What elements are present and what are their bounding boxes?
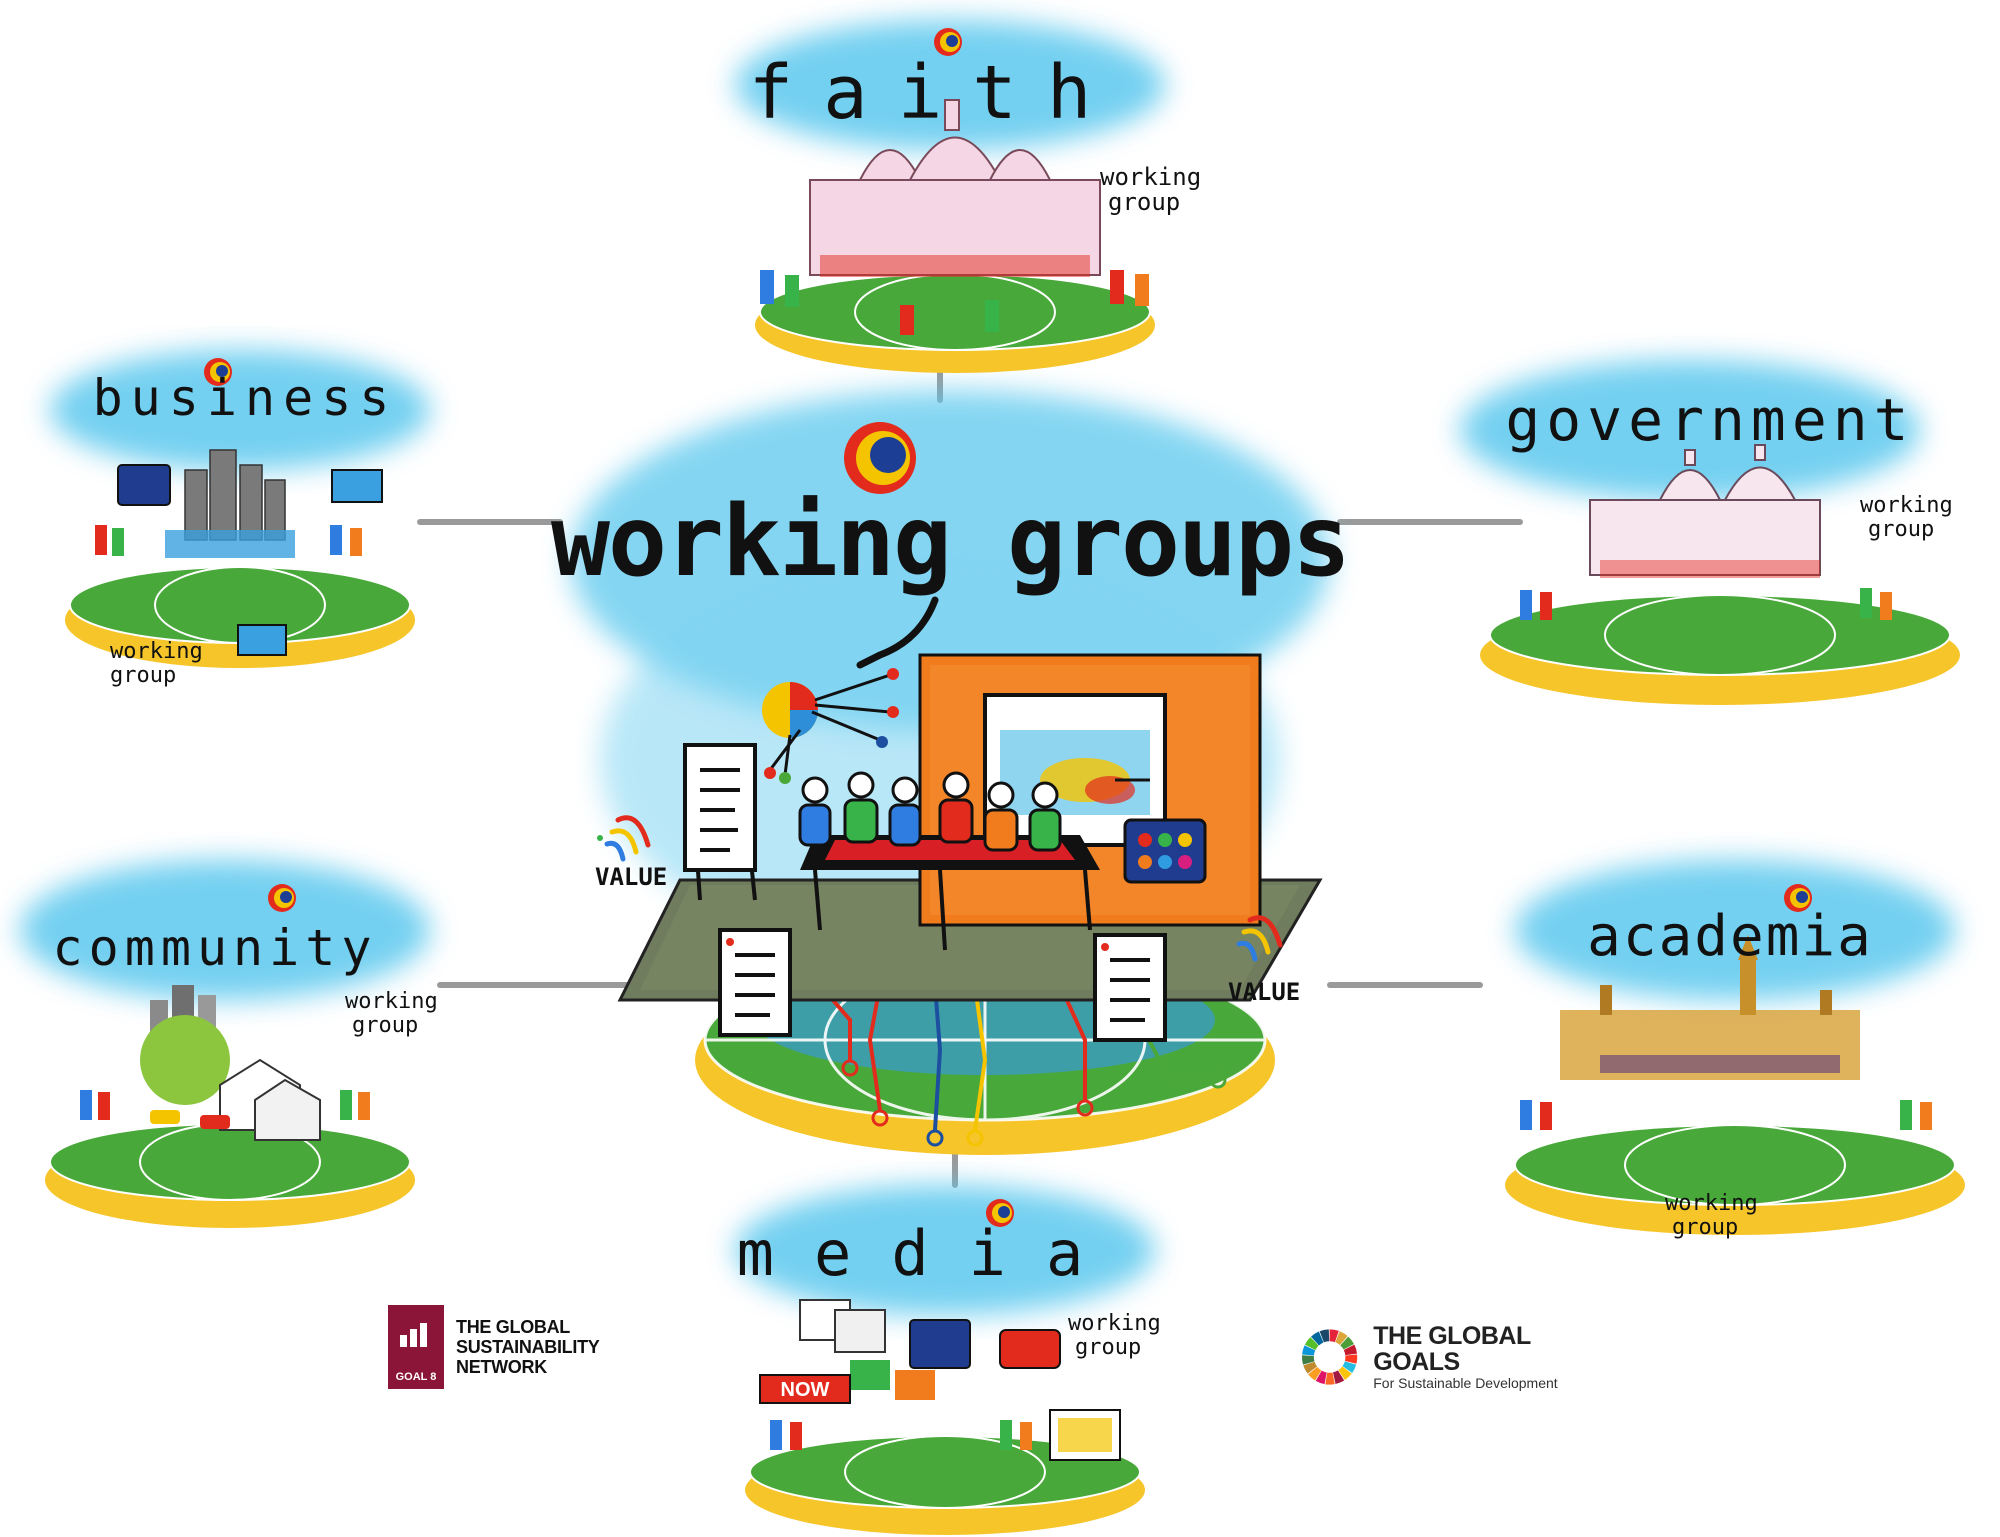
group-business: business working group bbox=[50, 350, 430, 688]
global-goals-subtitle: For Sustainable Development bbox=[1373, 1375, 1558, 1391]
center-sun-logo bbox=[844, 422, 916, 494]
sdg-wheel-segment bbox=[1343, 1344, 1358, 1356]
color-palette-tablet bbox=[1123, 818, 1207, 884]
media-items bbox=[799, 1299, 1121, 1461]
gsn-line3: NETWORK bbox=[456, 1357, 547, 1377]
faith-sub2: group bbox=[1108, 188, 1180, 216]
gsn-logo: GOAL 8 THE GLOBAL SUSTAINABILITY NETWORK bbox=[388, 1302, 648, 1392]
community-sub2: group bbox=[352, 1013, 418, 1038]
academia-sub1: working bbox=[1665, 1191, 1758, 1216]
sdg-wheel-segment bbox=[1310, 1331, 1324, 1346]
sdg-wheel-segment bbox=[1303, 1361, 1318, 1374]
sdg-wheel-segment bbox=[1301, 1355, 1315, 1365]
value-mark-right bbox=[1236, 915, 1283, 962]
value-label-left: VALUE bbox=[595, 863, 667, 891]
academia-sub2: group bbox=[1672, 1215, 1738, 1240]
document-right bbox=[1093, 933, 1167, 1042]
center-panel: VALUE VALUE working groups bbox=[551, 390, 1351, 1155]
document-left bbox=[718, 928, 792, 1037]
sdg-wheel-segment bbox=[1315, 1370, 1327, 1385]
group-government: government working group bbox=[1460, 360, 1960, 705]
media-title: media bbox=[737, 1217, 1124, 1290]
media-sub2: group bbox=[1075, 1335, 1141, 1360]
faith-title: faith bbox=[749, 50, 1122, 136]
value-mark-left bbox=[597, 815, 651, 862]
goal-8-label: GOAL 8 bbox=[395, 1371, 437, 1383]
sdg-wheel-segment bbox=[1308, 1366, 1322, 1381]
gsn-line2: SUSTAINABILITY bbox=[456, 1337, 600, 1357]
now-sign: NOW bbox=[759, 1374, 851, 1404]
global-goals-logo: THE GLOBAL GOALS For Sustainable Develop… bbox=[1300, 1322, 1620, 1392]
sdg-wheel-segment bbox=[1329, 1329, 1339, 1343]
sdg-wheel-icon bbox=[1301, 1329, 1358, 1385]
business-devices bbox=[117, 464, 383, 656]
media-now: NOW bbox=[781, 1379, 830, 1401]
government-sub2: group bbox=[1868, 517, 1934, 542]
faith-sub1: working bbox=[1100, 163, 1201, 191]
government-sub1: working bbox=[1860, 493, 1953, 518]
business-sub2: group bbox=[110, 663, 176, 688]
group-faith: faith working group bbox=[735, 20, 1201, 373]
value-label-right: VALUE bbox=[1228, 978, 1300, 1006]
group-media: NOW media working group bbox=[735, 1185, 1161, 1535]
media-sub1: working bbox=[1068, 1311, 1161, 1336]
sdg-wheel-segment bbox=[1325, 1372, 1335, 1385]
sdg-wheel-segment bbox=[1319, 1329, 1330, 1343]
goal-8-badge: GOAL 8 bbox=[388, 1305, 444, 1389]
sdg-wheel-segment bbox=[1332, 1370, 1345, 1385]
group-community: community working group bbox=[20, 860, 438, 1228]
group-academia: academia working group bbox=[1505, 860, 1965, 1240]
global-goals-title: THE GLOBAL GOALS bbox=[1373, 1322, 1531, 1376]
business-sub1: working bbox=[110, 639, 203, 664]
sdg-wheel-segment bbox=[1342, 1361, 1357, 1373]
growth-chart-icon bbox=[400, 1323, 427, 1347]
business-title: business bbox=[93, 369, 398, 427]
community-title: community bbox=[53, 919, 378, 977]
academia-title: academia bbox=[1587, 904, 1873, 969]
community-town bbox=[140, 985, 321, 1141]
community-sub1: working bbox=[345, 989, 438, 1014]
meeting-people bbox=[798, 771, 1062, 852]
center-title: working groups bbox=[551, 485, 1349, 599]
faith-crowd bbox=[760, 270, 1149, 335]
flipchart bbox=[683, 743, 757, 901]
business-skyline bbox=[184, 449, 286, 541]
gsn-line1: THE GLOBAL bbox=[456, 1317, 570, 1337]
sdg-wheel-segment bbox=[1304, 1337, 1319, 1350]
sdg-wheel-segment bbox=[1302, 1345, 1316, 1356]
sdg-wheel-segment bbox=[1335, 1331, 1348, 1346]
sdg-wheel-segment bbox=[1338, 1366, 1352, 1381]
government-capitol bbox=[1589, 444, 1821, 576]
government-title: government bbox=[1505, 386, 1914, 454]
sdg-wheel-segment bbox=[1340, 1336, 1354, 1350]
sdg-wheel-segment bbox=[1344, 1354, 1358, 1364]
